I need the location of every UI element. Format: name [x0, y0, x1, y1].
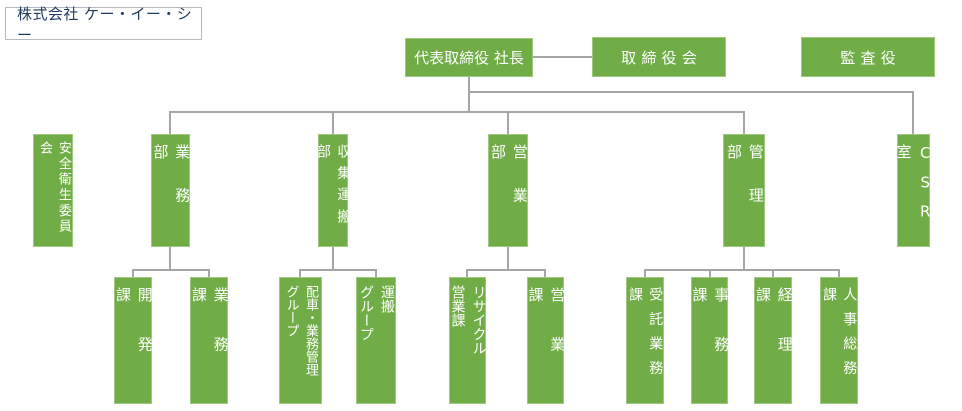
auditor-label: 監査役: [840, 48, 901, 67]
connector-drop-eigyoka: [544, 269, 546, 278]
connector-upper-horizontal: [468, 91, 914, 93]
org-node-jimu-section: 事務課: [691, 277, 730, 404]
connector-csr-drop: [912, 91, 914, 134]
connector-group-eigyo: [466, 269, 546, 271]
kanri-dept-label: 管理部: [725, 144, 765, 231]
kaihatsu-section-label: 開発課: [114, 287, 154, 386]
jimu-section-label: 事務課: [690, 287, 731, 386]
connector-drop-keiri: [772, 269, 774, 278]
haisha-group-label: 配車・業務管理 グループ: [283, 285, 319, 376]
org-node-board-of-directors: 取締役会: [592, 37, 726, 77]
eigyoka-section-label: 営業課: [526, 287, 567, 386]
org-node-gyomuka-section: 業務課: [190, 277, 230, 404]
gyomuka-section-label: 業務課: [190, 287, 230, 386]
recycle-eigyo-section-label: リサイクル 営業課: [449, 285, 487, 355]
connector-drop-gyomuka: [208, 269, 210, 278]
org-node-eigyo-dept: 営業部: [488, 134, 529, 247]
company-name-box: 株式会社 ケー・イー・シー: [5, 5, 202, 44]
connector-drop-gyomu: [169, 111, 171, 134]
connector-drop-unpan: [375, 269, 377, 278]
board-label: 取締役会: [621, 48, 703, 67]
president-label: 代表取締役 社長: [414, 49, 524, 67]
connector-drop-haisha: [299, 269, 301, 278]
connector-drop-jimu: [709, 269, 711, 278]
company-name: 株式会社 ケー・イー・シー: [17, 4, 193, 44]
connector-stub-eigyo: [507, 247, 509, 271]
org-node-kanri-dept: 管理部: [723, 134, 765, 247]
org-node-eigyoka-section: 営業課: [527, 277, 566, 404]
connector-drop-jutaku: [644, 269, 646, 278]
safety-committee-label: 安全衛生委員会: [37, 141, 71, 235]
connector-drop-kaihatsu: [132, 269, 134, 278]
org-node-recycle-eigyo-section: リサイクル 営業課: [449, 277, 487, 404]
connector-stub-gyomu: [169, 247, 171, 271]
org-node-keiri-section: 経理課: [754, 277, 794, 404]
csr-office-label: CSR室: [894, 144, 935, 232]
connector-drop-eigyo: [507, 111, 509, 134]
unpan-group-label: 運搬 グループ: [358, 285, 395, 341]
org-node-haisha-group: 配車・業務管理 グループ: [279, 277, 322, 404]
org-node-csr-office: CSR室: [895, 134, 934, 247]
connector-stub-shushu-unpan: [332, 247, 334, 271]
connector-president-drop: [468, 77, 470, 113]
connector-group-kanri: [644, 269, 840, 271]
org-node-gyomu-dept: 業務部: [151, 134, 192, 247]
jinji-section-label: 人事総務課: [821, 287, 858, 385]
org-node-jutaku-section: 受託業務課: [626, 277, 664, 404]
connector-drop-recycle: [466, 269, 468, 278]
gyomu-dept-label: 業務部: [151, 144, 192, 231]
connector-stub-kanri: [743, 247, 745, 271]
org-node-president: 代表取締役 社長: [405, 38, 533, 77]
org-node-kaihatsu-section: 開発課: [114, 277, 154, 404]
connector-group-shushu-unpan: [299, 269, 376, 271]
connector-drop-jinji: [838, 269, 840, 278]
eigyo-dept-label: 営業部: [489, 144, 529, 231]
connector-drop-kanri: [743, 111, 745, 134]
connector-group-gyomu: [132, 269, 210, 271]
org-node-safety-health-committee: 安全衛生委員会: [33, 134, 73, 247]
org-node-unpan-group: 運搬 グループ: [356, 277, 396, 404]
org-node-shushu-unpan-dept: 収集運搬部: [315, 134, 351, 247]
connector-president-board: [533, 56, 592, 58]
jutaku-section-label: 受託業務課: [627, 287, 664, 385]
connector-lower-horizontal: [169, 111, 745, 113]
keiri-section-label: 経理課: [754, 287, 794, 386]
connector-drop-shushu-unpan: [332, 111, 334, 134]
shushu-unpan-dept-label: 収集運搬部: [315, 144, 352, 231]
org-node-auditor: 監査役: [801, 37, 935, 77]
org-node-jinji-section: 人事総務課: [820, 277, 858, 404]
